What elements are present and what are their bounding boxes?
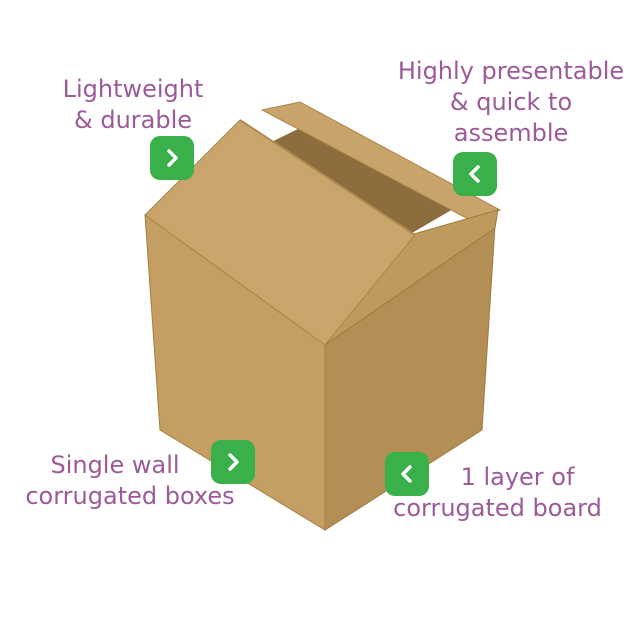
callout-presentable: Highly presentable & quick to assemble — [386, 56, 636, 149]
chevron-left-icon[interactable] — [385, 452, 429, 496]
chevron-left-icon[interactable] — [453, 152, 497, 196]
callout-single-wall-line2: corrugated boxes — [25, 482, 235, 510]
callout-presentable-line3: assemble — [453, 119, 569, 147]
callout-presentable-line2: & quick to — [449, 88, 573, 116]
callout-lightweight-line2: & durable — [73, 106, 193, 134]
chevron-right-icon[interactable] — [150, 136, 194, 180]
callout-one-layer-line1: 1 layer of — [460, 463, 575, 491]
box-inner-shadow — [255, 128, 460, 240]
callout-lightweight: Lightweight & durable — [48, 74, 218, 136]
callout-single-wall: Single wall corrugated boxes — [10, 450, 250, 512]
box-crease — [239, 119, 416, 236]
callout-presentable-line1: Highly presentable — [397, 57, 625, 85]
callout-single-wall-line1: Single wall — [50, 451, 180, 479]
callout-one-layer-line2: corrugated board — [393, 494, 602, 522]
chevron-right-icon[interactable] — [211, 440, 255, 484]
callout-lightweight-line1: Lightweight — [62, 75, 204, 103]
callout-one-layer: 1 layer of corrugated board — [380, 462, 615, 524]
